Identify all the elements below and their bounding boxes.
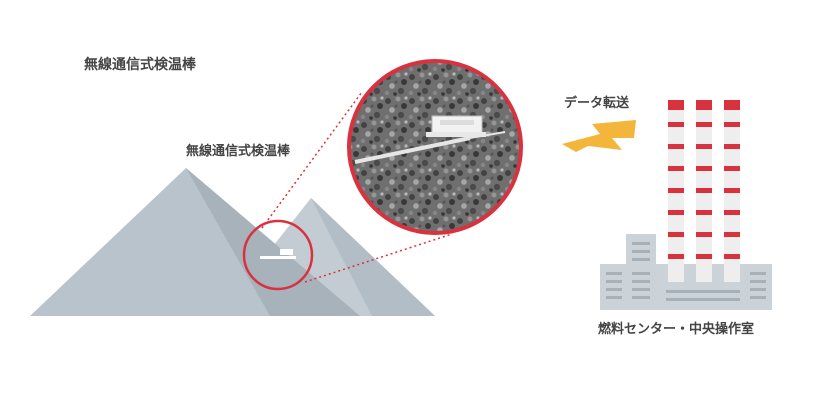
diagram-title: 無線通信式検温棒 bbox=[84, 54, 196, 74]
data-transfer-label: データ転送 bbox=[564, 92, 629, 111]
zoomed-photo bbox=[340, 50, 540, 250]
chimney-1 bbox=[668, 100, 684, 286]
lightning-bolt-icon bbox=[562, 120, 636, 152]
chimney-2 bbox=[696, 100, 712, 286]
probe-label: 無線通信式検温棒 bbox=[186, 140, 290, 159]
plant-center-block bbox=[660, 282, 744, 310]
plant-label: 燃料センター・中央操作室 bbox=[598, 318, 754, 337]
plant-right-block bbox=[744, 264, 772, 310]
chimney-3 bbox=[724, 100, 740, 286]
probe-photo-icon bbox=[426, 116, 486, 137]
